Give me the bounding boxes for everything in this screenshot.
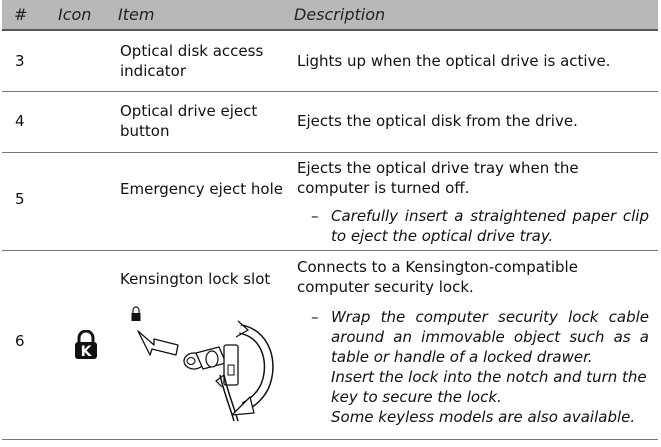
table-row: 5 Emergency eject hole Ejects the optica… xyxy=(2,153,658,251)
row-description-cell: Connects to a Kensington-compatible comp… xyxy=(297,257,649,427)
header-icon: Icon xyxy=(58,5,92,24)
dash-bullet: – xyxy=(311,207,319,225)
header-item: Item xyxy=(118,5,155,24)
table-header: # Icon Item Description xyxy=(2,0,658,31)
table-row: 6 K Kensington lock slot xyxy=(2,251,658,440)
row-description: Connects to a Kensington-compatible comp… xyxy=(297,258,578,296)
header-num: # xyxy=(14,5,28,24)
table-row: 3 Optical disk access indicator Lights u… xyxy=(2,31,658,92)
row-item: Optical drive eject button xyxy=(120,102,258,140)
note: – Wrap the computer security lock cable … xyxy=(297,307,649,427)
row-item: Kensington lock slot xyxy=(120,270,271,288)
row-number: 6 xyxy=(15,332,25,350)
table-row: 4 Optical drive eject button Ejects the … xyxy=(2,92,658,153)
row-description-cell: Ejects the optical drive tray when the c… xyxy=(297,158,649,246)
row-item: Emergency eject hole xyxy=(120,180,283,198)
note-text: Insert the lock into the notch and turn … xyxy=(331,368,647,406)
lock-illustration xyxy=(124,303,284,430)
note-text: Wrap the computer security lock cable ar… xyxy=(331,308,649,366)
row-description: Ejects the optical drive tray when the c… xyxy=(297,159,579,197)
kensington-lock-icon: K xyxy=(74,329,98,365)
svg-text:K: K xyxy=(81,344,93,360)
note: – Carefully insert a straightened paper … xyxy=(297,206,649,246)
note-text: Some keyless models are also available. xyxy=(331,408,636,426)
row-description: Ejects the optical disk from the drive. xyxy=(297,112,578,130)
dash-bullet: – xyxy=(311,308,319,326)
header-description: Description xyxy=(294,5,386,24)
row-description: Lights up when the optical drive is acti… xyxy=(297,52,611,70)
row-number: 4 xyxy=(15,112,25,130)
row-item: Optical disk access indicator xyxy=(120,42,264,80)
note-text: Carefully insert a straightened paper cl… xyxy=(331,207,649,245)
row-number: 3 xyxy=(15,52,25,70)
row-number: 5 xyxy=(15,190,25,208)
component-table: # Icon Item Description 3 Optical disk a… xyxy=(2,0,658,440)
